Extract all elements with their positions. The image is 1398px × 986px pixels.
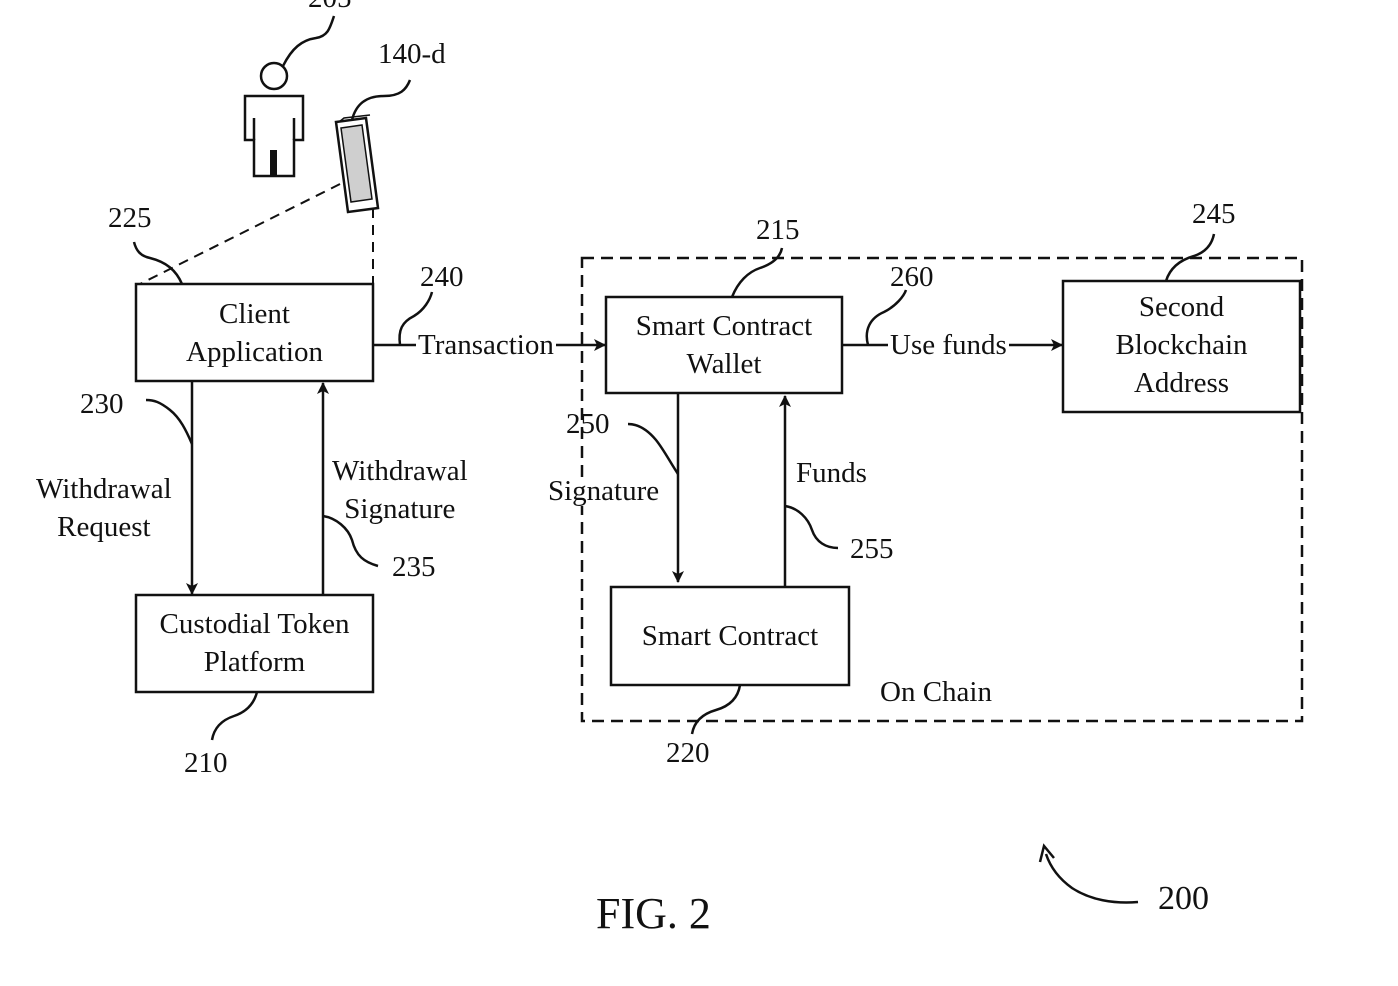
leader-200 (1046, 854, 1138, 902)
leader-140-d (352, 80, 410, 120)
leader-225 (134, 242, 182, 284)
second-line3: Address (1063, 364, 1300, 402)
ref-220: 220 (666, 739, 710, 768)
ref-230: 230 (80, 390, 124, 419)
funds-label: Funds (796, 459, 867, 488)
ref-255: 255 (850, 535, 894, 564)
custodial-line2: Platform (136, 643, 373, 681)
smart-contract-wallet-label: Smart Contract Wallet (606, 307, 842, 383)
ref-260: 260 (890, 263, 934, 292)
wallet-line1: Smart Contract (606, 307, 842, 345)
ref-200: 200 (1158, 882, 1209, 916)
leader-210 (212, 692, 257, 740)
second-blockchain-address-label: Second Blockchain Address (1063, 288, 1300, 402)
ref-245: 245 (1192, 200, 1236, 229)
withdrawal-signature-line1: Withdrawal (332, 452, 468, 490)
ref-215: 215 (756, 216, 800, 245)
leader-230 (146, 400, 192, 444)
ref-140-d: 140-d (378, 40, 446, 69)
leader-255 (785, 506, 838, 548)
ref-235: 235 (392, 553, 436, 582)
custodial-token-platform-label: Custodial Token Platform (136, 605, 373, 681)
wallet-line2: Wallet (606, 345, 842, 383)
user-icon (245, 63, 303, 176)
second-line1: Second (1063, 288, 1300, 326)
withdrawal-request-line2: Request (36, 508, 172, 546)
second-line2: Blockchain (1063, 326, 1300, 364)
client-application-line1: Client (136, 295, 373, 333)
use-funds-label: Use funds (888, 331, 1009, 360)
client-application-line2: Application (136, 333, 373, 371)
ref-225: 225 (108, 204, 152, 233)
leader-215 (732, 248, 782, 297)
ref-205: 205 (308, 0, 352, 13)
withdrawal-signature-label: Withdrawal Signature (332, 452, 468, 528)
withdrawal-request-line1: Withdrawal (36, 470, 172, 508)
leader-205 (283, 16, 334, 66)
client-application-label: Client Application (136, 295, 373, 371)
withdrawal-request-label: Withdrawal Request (36, 470, 172, 546)
ref-210: 210 (184, 749, 228, 778)
signature-label: Signature (548, 477, 659, 506)
transaction-label: Transaction (416, 331, 556, 360)
ref-250: 250 (566, 410, 610, 439)
mobile-device-icon (336, 115, 378, 212)
withdrawal-signature-line2: Signature (332, 490, 468, 528)
leader-220 (692, 685, 740, 734)
smart-contract-text: Smart Contract (611, 617, 849, 655)
leader-250 (628, 424, 678, 474)
on-chain-label: On Chain (880, 678, 992, 707)
custodial-line1: Custodial Token (136, 605, 373, 643)
ref-240: 240 (420, 263, 464, 292)
smart-contract-label: Smart Contract (611, 617, 849, 655)
figure-caption: FIG. 2 (596, 892, 711, 936)
